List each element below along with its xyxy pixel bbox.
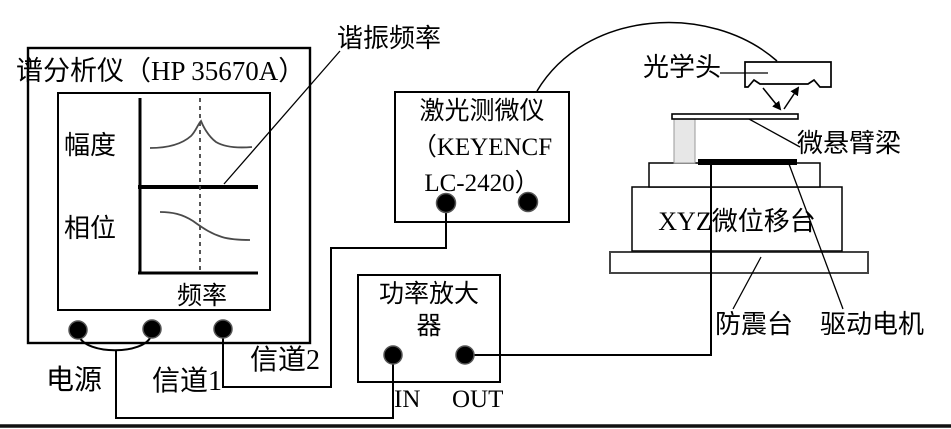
spectrum-analyzer-box (26, 46, 312, 345)
phase-curve (159, 211, 251, 241)
power-amplifier-box (357, 274, 501, 383)
laser-micrometer-label: 激光测微仪 （KEYENCF LC-2420） (395, 94, 569, 202)
amplitude-label: 幅度 (64, 131, 117, 160)
xyz-stage-stack (609, 113, 869, 274)
laser-beam-arrows (762, 86, 800, 111)
connectors (68, 191, 539, 365)
channel2-connector (213, 319, 233, 339)
amp-out-to-motor-wire (472, 164, 712, 356)
frequency-label: 频率 (177, 283, 228, 310)
source-to-amp-in-wire (115, 350, 394, 419)
cantilever-label: 微悬臂梁 (797, 129, 902, 158)
power-amplifier-line1: 功率放大 (378, 281, 479, 308)
amplitude-curve (149, 119, 253, 149)
optical-head-label: 光学头 (643, 53, 722, 82)
laser-micrometer-line3: LC-2420） (424, 170, 540, 197)
drive-motor-bar (698, 159, 797, 165)
cantilever-holder-post (673, 118, 696, 164)
leader-lines (223, 50, 844, 310)
resonance-frequency-label: 谐振频率 (337, 24, 442, 53)
vibration-table-label: 防震台 (715, 310, 794, 339)
power-port-label: 电源 (46, 365, 103, 396)
optical-head-shape (744, 61, 832, 88)
vibration-table-leader (732, 256, 762, 310)
drive-motor-label: 驱动电机 (820, 310, 925, 339)
laser-aux-connector (517, 191, 539, 213)
xyz-stage-label: XYZ微位移台 (658, 207, 816, 236)
laser-out-connector (435, 192, 457, 214)
amp-out-label: OUT (452, 386, 504, 413)
ch2-to-laser-wire (222, 210, 447, 388)
amp-in-label: IN (394, 386, 421, 413)
laser-micrometer-line1: 激光测微仪 (419, 98, 545, 125)
cantilever-leader (748, 118, 801, 148)
channel2-port-label: 信道2 (250, 345, 321, 376)
channel1-port-label: 信道1 (152, 366, 223, 397)
amp-out-connector (455, 345, 475, 365)
amp-in-connector (383, 345, 403, 365)
power-amplifier-line2: 器 (416, 313, 442, 340)
laser-micrometer-line2: （KEYENCF (411, 134, 553, 161)
wires (78, 21, 778, 419)
power-amplifier-label: 功率放大 器 (358, 279, 500, 343)
channel1-connector (142, 319, 162, 339)
spectrum-analyzer-title: 谱分析仪（HP 35670A） (16, 56, 306, 86)
xyz-stage-shape (631, 186, 843, 252)
cantilever-beam-shape (671, 113, 799, 120)
resonance-leader (223, 50, 341, 185)
laser-to-optical-head-cable (536, 21, 778, 92)
screen-plot (138, 98, 258, 275)
laser-micrometer-box (394, 91, 570, 223)
stage-top-tier (648, 162, 821, 188)
drive-motor-leader (788, 163, 844, 310)
vibration-table-shape (609, 251, 869, 274)
power-connector (68, 320, 88, 340)
phase-label: 相位 (64, 214, 117, 243)
